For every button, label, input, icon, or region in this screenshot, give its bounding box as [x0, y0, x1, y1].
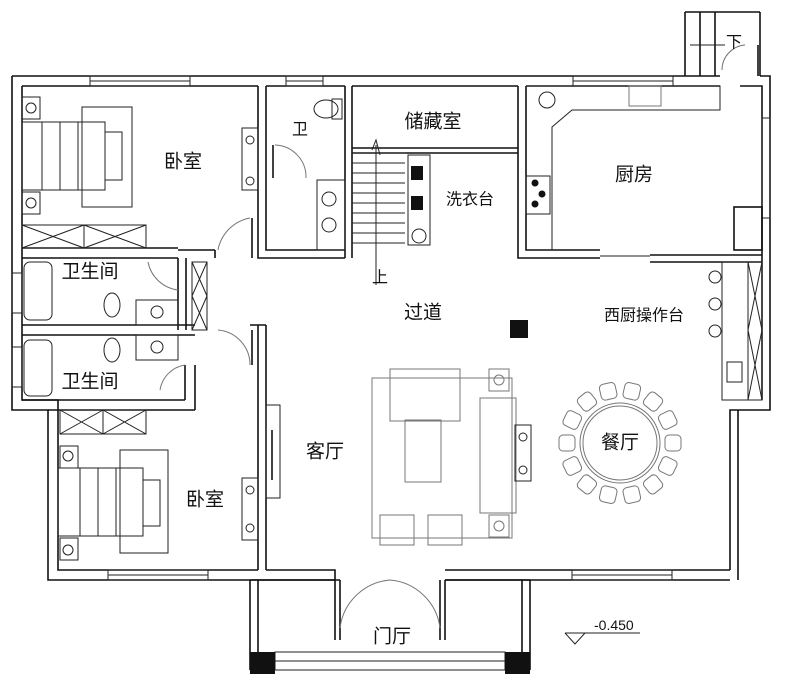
staircase [352, 44, 725, 285]
room-label-western-kitchen: 西厨操作台 [604, 306, 684, 325]
room-label-toilet: 卫 [292, 120, 308, 139]
doors [147, 44, 759, 629]
porch-column-left [250, 652, 275, 674]
porch-column-right [505, 652, 530, 674]
bed-rug-top [81, 106, 133, 208]
outer-walls [11, 11, 771, 670]
room-label-storage: 储藏室 [404, 111, 461, 133]
stair-up-label: 上 [372, 268, 388, 287]
stair-down-label: 下 [726, 33, 742, 52]
dining-chair [664, 434, 682, 452]
level-marker: -0.450 [564, 617, 640, 645]
level-value: -0.450 [594, 617, 634, 633]
dining-chair [598, 485, 618, 504]
dining-chair [576, 391, 598, 412]
dining-chair [562, 410, 583, 430]
dining-chair [657, 410, 678, 430]
dining-chair [622, 382, 642, 401]
sofa-set [371, 368, 532, 546]
room-label-kitchen: 厨房 [615, 164, 653, 186]
room-label-dining-room: 餐厅 [601, 432, 639, 454]
room-label-laundry: 洗衣台 [446, 190, 494, 209]
furniture [21, 85, 763, 561]
room-label-entrance-hall: 门厅 [373, 626, 411, 648]
dining-chair [622, 485, 642, 504]
interior-walls [22, 86, 762, 570]
room-label-living-room: 客厅 [306, 441, 344, 463]
dining-table [558, 382, 682, 504]
bed-top [21, 121, 106, 191]
dining-chair [558, 434, 576, 452]
room-label-bedroom-top: 卧室 [164, 151, 202, 173]
dining-chair [642, 391, 664, 412]
dining-chair [642, 474, 664, 495]
dining-chair [657, 456, 678, 476]
column [510, 320, 528, 338]
dining-chair [562, 456, 583, 476]
windows [11, 75, 771, 674]
room-label-bathroom-2: 卫生间 [61, 371, 118, 393]
room-label-corridor: 过道 [404, 302, 442, 324]
room-label-bathroom-1: 卫生间 [61, 261, 118, 283]
dining-chair [598, 382, 618, 401]
room-label-bedroom-bottom: 卧室 [186, 489, 224, 511]
dining-chair [576, 474, 598, 495]
